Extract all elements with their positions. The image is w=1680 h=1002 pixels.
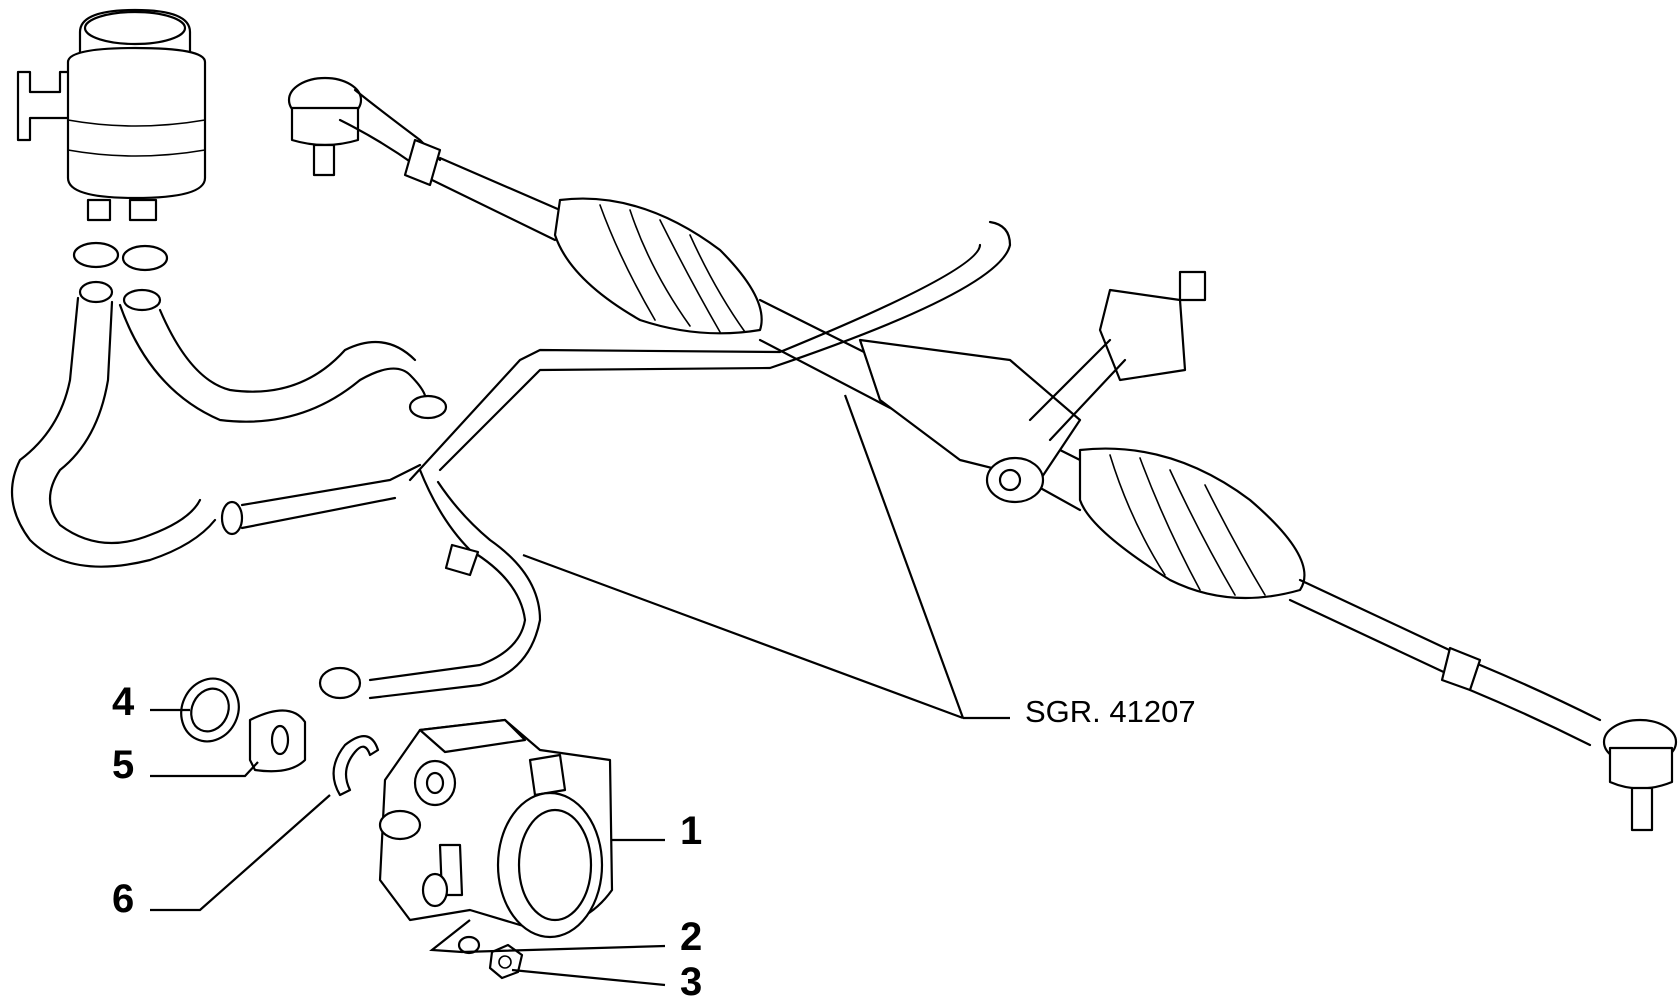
hose-clamps-upper [72,241,169,312]
seal-ring-4 [180,677,240,743]
power-steering-pump [378,718,614,939]
steering-rack [287,76,1678,832]
reference-label: SGR. 41207 [1025,694,1196,729]
fluid-reservoir [16,8,207,222]
callout-1: 1 [680,809,702,853]
washer-2 [457,935,481,955]
callout-3: 3 [680,960,702,1002]
feed-hose [318,220,1012,700]
callout-4: 4 [112,680,135,724]
callout-2: 2 [680,915,702,959]
snap-ring-6 [332,735,380,797]
callout-6: 6 [112,877,134,921]
return-hose [10,296,448,568]
leader-lines [150,394,1010,987]
plate-5 [248,709,307,773]
callout-5: 5 [112,743,134,787]
